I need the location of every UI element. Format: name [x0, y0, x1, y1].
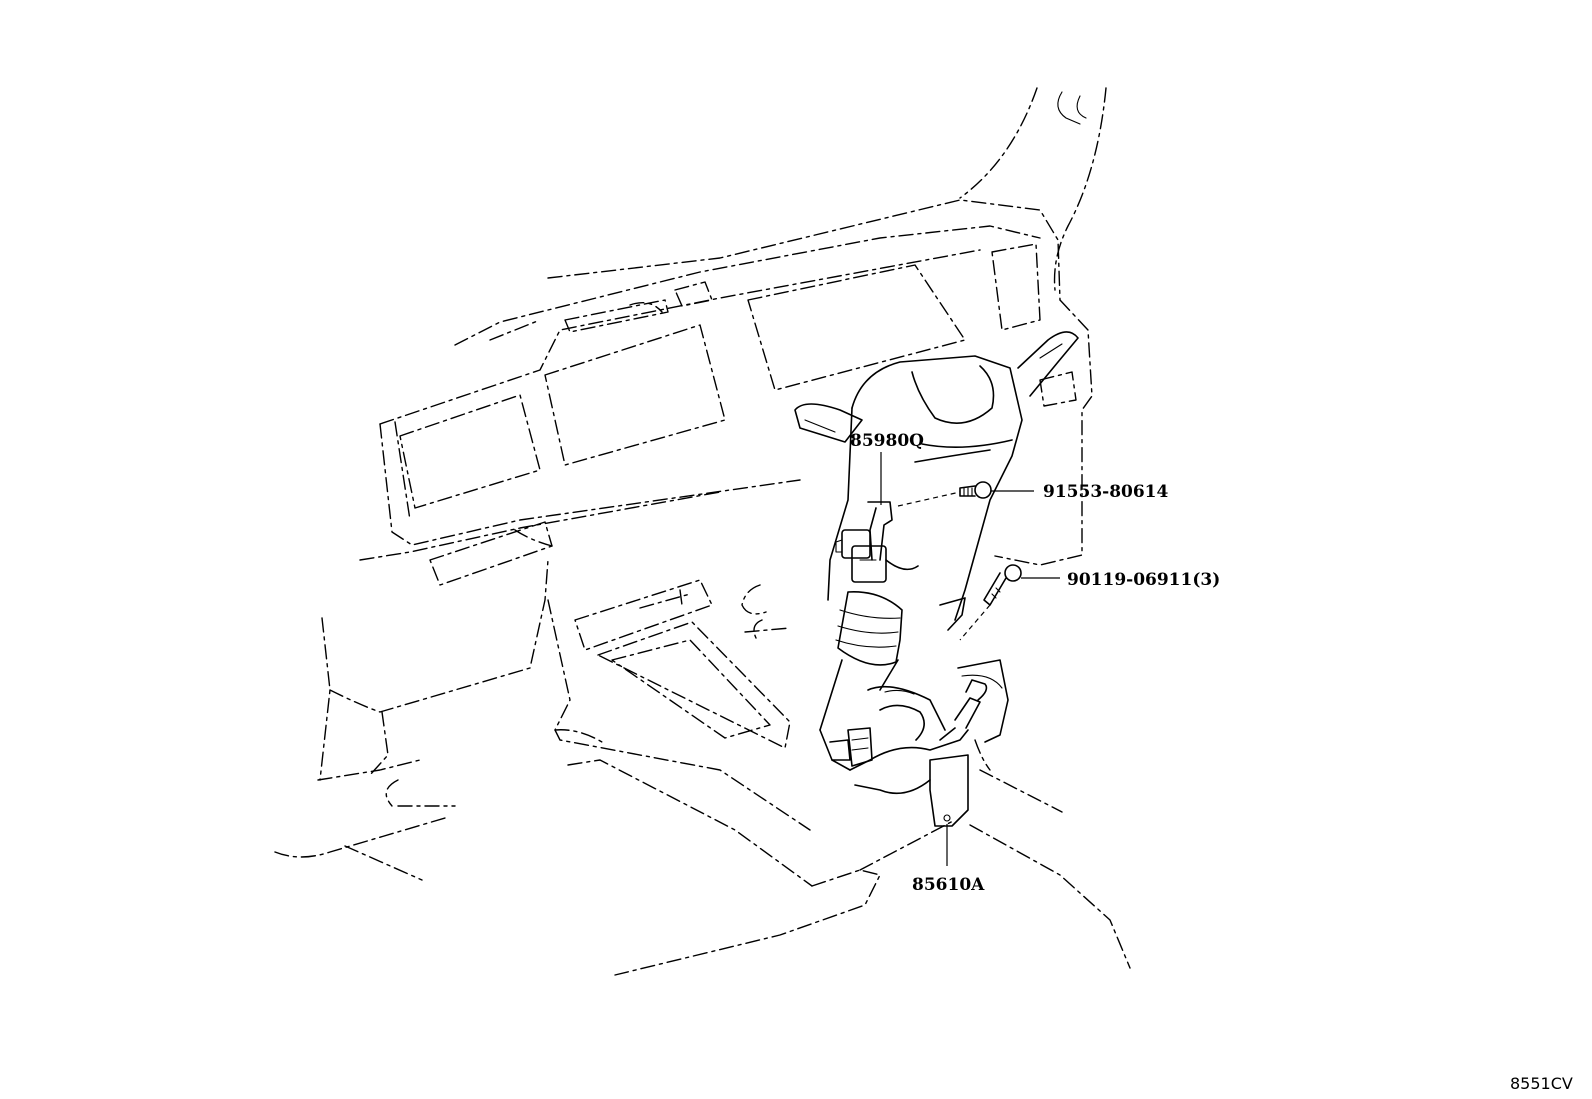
- part-91553-80614-bolt: [959, 481, 992, 499]
- label-85610A: 85610A: [912, 875, 985, 895]
- leader-90119-dash: [959, 604, 991, 641]
- leader-91553-dash: [897, 491, 961, 507]
- windshield-pillar: [959, 87, 1107, 291]
- part-90119-06911-bolt: [983, 564, 1022, 606]
- figure-code: 8551CV: [1510, 1074, 1573, 1093]
- part-85980Q-sensor: [835, 501, 919, 583]
- steering-column: [794, 331, 1079, 771]
- lower-dashboard: [274, 491, 1131, 976]
- label-85980Q: 85980Q: [850, 431, 924, 451]
- part-85610A-bracket: [829, 597, 1009, 827]
- label-90119-06911: 90119-06911(3): [1067, 570, 1220, 590]
- leader-lines: [880, 452, 1060, 866]
- label-91553-80614: 91553-80614: [1043, 482, 1169, 502]
- dashboard-outline: [379, 199, 1093, 566]
